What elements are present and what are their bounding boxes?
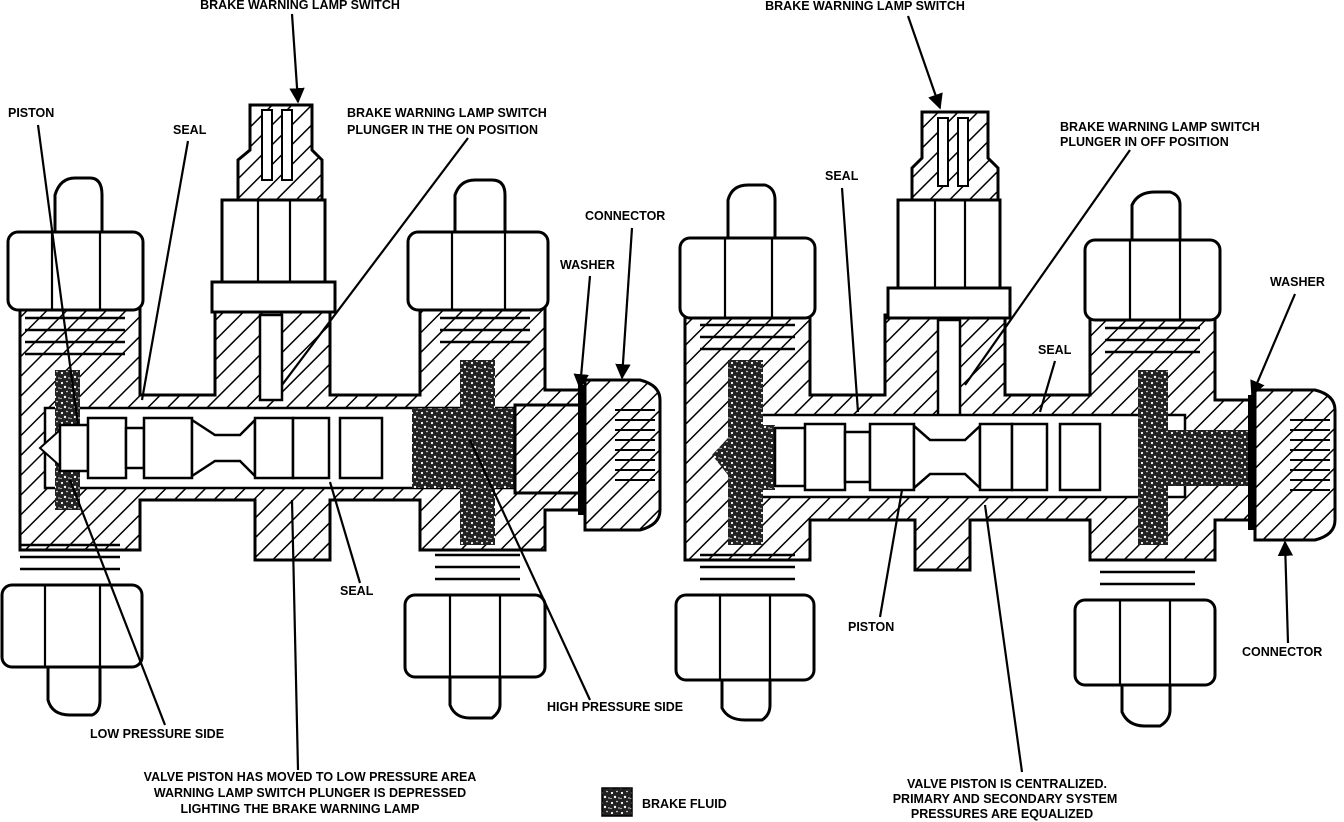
left-caption-line3: LIGHTING THE BRAKE WARNING LAMP <box>181 802 420 816</box>
left-washer-label: WASHER <box>560 258 615 272</box>
left-warning-lamp-switch <box>210 103 337 402</box>
right-piston-label: PISTON <box>848 620 894 634</box>
right-connector-label: CONNECTOR <box>1242 645 1322 659</box>
left-washer <box>578 385 585 515</box>
left-top-right-tube <box>453 178 507 234</box>
right-top-left-nut <box>678 236 817 320</box>
left-valve-assembly: BRAKE WARNING LAMP SWITCH PISTON SEAL BR… <box>0 0 683 816</box>
right-threads <box>700 323 1200 586</box>
right-bottom-right-nut <box>1073 598 1217 687</box>
left-bottom-right-tube <box>448 675 502 720</box>
brake-fluid-legend-label: BRAKE FLUID <box>642 797 727 811</box>
brake-fluid-swatch <box>601 787 633 817</box>
left-switch-base <box>210 280 337 314</box>
right-top-right-tube <box>1130 190 1182 242</box>
left-bottom-left-tube <box>46 665 102 717</box>
left-top-left-tube <box>53 176 104 234</box>
right-seal-left-label: SEAL <box>825 169 859 183</box>
left-high-pressure-port-fluid <box>460 360 495 545</box>
right-valve-assembly: BRAKE WARNING LAMP SWITCH BRAKE WARNING … <box>674 0 1337 821</box>
left-switch-label: BRAKE WARNING LAMP SWITCH <box>200 0 400 12</box>
left-top-left-nut <box>6 230 145 312</box>
left-caption-line1: VALVE PISTON HAS MOVED TO LOW PRESSURE A… <box>144 770 477 784</box>
left-caption-line2: WARNING LAMP SWITCH PLUNGER IS DEPRESSED <box>154 786 466 800</box>
legend: BRAKE FLUID <box>601 787 727 817</box>
left-plunger-label-line1: BRAKE WARNING LAMP SWITCH <box>347 106 547 120</box>
left-top-right-nut <box>406 230 550 312</box>
right-top-right-nut <box>1083 238 1222 322</box>
left-top-left-threads <box>25 316 125 356</box>
left-switch-plunger <box>258 313 284 402</box>
right-bottom-right-tube <box>1120 683 1172 728</box>
right-bottom-left-tube <box>720 678 772 722</box>
right-washer-label: WASHER <box>1270 275 1325 289</box>
left-connector-label: CONNECTOR <box>585 209 665 223</box>
right-switch-label: BRAKE WARNING LAMP SWITCH <box>765 0 965 13</box>
left-connector <box>513 378 662 532</box>
right-washer <box>1248 395 1255 530</box>
left-plunger-label-line2: PLUNGER IN THE ON POSITION <box>347 123 538 137</box>
right-bottom-left-nut <box>674 593 816 682</box>
right-warning-lamp-switch <box>886 110 1012 422</box>
left-seal-top-label: SEAL <box>173 123 207 137</box>
right-plunger-label-line1: BRAKE WARNING LAMP SWITCH <box>1060 120 1260 134</box>
right-switch-hex <box>896 198 1002 290</box>
left-low-pressure-label: LOW PRESSURE SIDE <box>90 727 224 741</box>
right-caption-line1: VALVE PISTON IS CENTRALIZED. <box>907 777 1107 791</box>
right-primary-fluid-chamber <box>712 425 775 490</box>
left-seal-bottom-label: SEAL <box>340 584 374 598</box>
left-piston-label: PISTON <box>8 106 54 120</box>
right-seal-right-label: SEAL <box>1038 343 1072 357</box>
left-switch-terminal <box>236 103 324 202</box>
left-top-right-threads <box>440 316 530 344</box>
right-plunger-label-line2: PLUNGER IN OFF POSITION <box>1060 135 1229 149</box>
left-high-pressure-label: HIGH PRESSURE SIDE <box>547 700 683 714</box>
right-connector <box>1248 388 1337 542</box>
right-switch-base <box>886 286 1012 320</box>
left-bottom-left-nut <box>0 583 144 669</box>
left-bottom-right-threads <box>435 553 520 581</box>
right-switch-terminal <box>910 110 1000 202</box>
right-caption-line3: PRESSURES ARE EQUALIZED <box>911 807 1093 821</box>
right-valve-piston <box>773 422 1102 492</box>
right-switch-plunger <box>936 318 962 422</box>
right-top-left-tube <box>726 183 777 240</box>
left-switch-hex <box>220 198 327 284</box>
right-caption-line2: PRIMARY AND SECONDARY SYSTEM <box>893 792 1118 806</box>
left-valve-piston <box>38 416 384 480</box>
left-bottom-right-nut <box>403 593 547 679</box>
